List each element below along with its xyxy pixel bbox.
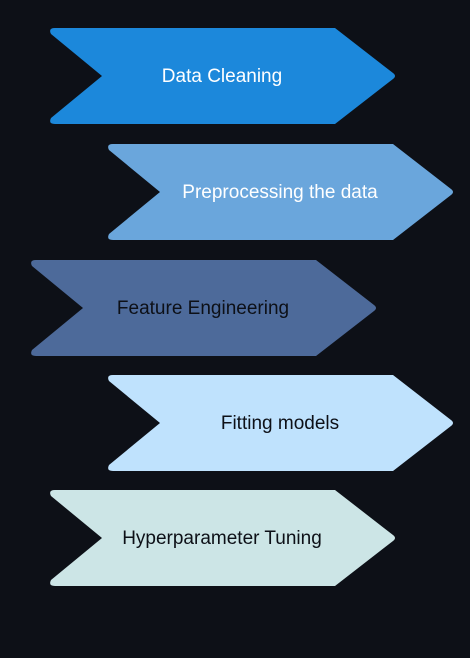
step-label: Hyperparameter Tuning (122, 528, 322, 549)
chevron-shape (50, 490, 395, 586)
step-data-cleaning: Data Cleaning (50, 28, 395, 124)
chevron-shape (50, 28, 395, 124)
chevron-shape (108, 144, 453, 240)
step-feature-engineering: Feature Engineering (31, 260, 376, 356)
step-label: Fitting models (221, 413, 339, 434)
chevron-shape (108, 375, 453, 471)
chevron-shape (31, 260, 376, 356)
step-fitting-models: Fitting models (108, 375, 453, 471)
step-label: Data Cleaning (162, 66, 282, 87)
step-hyperparameter-tuning: Hyperparameter Tuning (50, 490, 395, 586)
step-label: Feature Engineering (117, 298, 289, 319)
step-label: Preprocessing the data (182, 182, 378, 203)
step-preprocessing: Preprocessing the data (108, 144, 453, 240)
